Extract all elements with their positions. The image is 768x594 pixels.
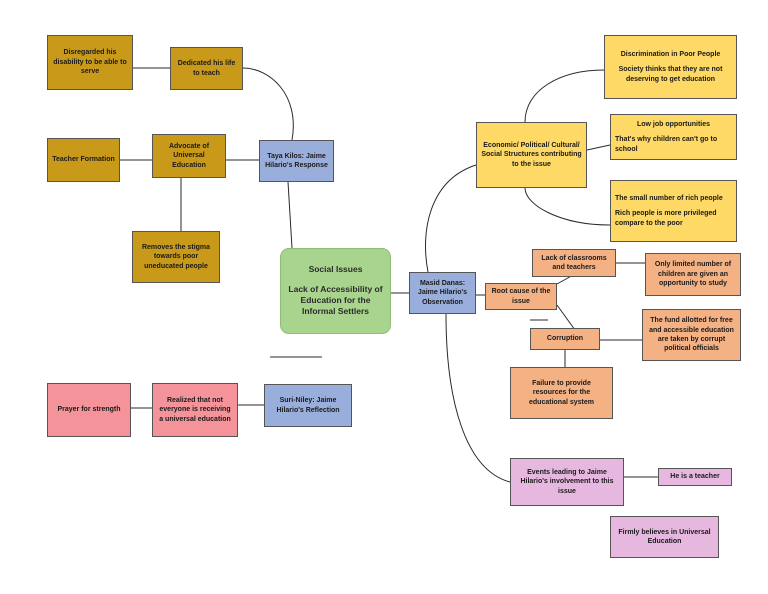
edge-taya-dedicated xyxy=(242,67,294,141)
failure-node[interactable]: Failure to provide resources for the edu… xyxy=(510,367,613,419)
teacher-node[interactable]: He is a teacher xyxy=(658,468,732,486)
edge-central-taya xyxy=(287,181,293,249)
rich-text: Rich people is more privileged compare t… xyxy=(615,210,717,227)
edge-structures-rich xyxy=(524,187,611,226)
events-node[interactable]: Events leading to Jaime Hilario's involv… xyxy=(510,458,624,506)
teacher-formation-node[interactable]: Teacher Formation xyxy=(47,138,120,182)
lack-classrooms-node[interactable]: Lack of classrooms and teachers xyxy=(532,249,616,277)
edge-masid-events xyxy=(445,313,511,483)
central-title: Social Issues xyxy=(308,264,363,275)
suri-node[interactable]: Suri-Niley: Jaime Hilario's Reflection xyxy=(264,384,352,427)
taya-node[interactable]: Taya Kilos: Jaime Hilario's Response xyxy=(259,140,334,182)
rich-title: The small number of rich people xyxy=(615,194,723,202)
advocate-node[interactable]: Advocate of Universal Education xyxy=(152,134,226,178)
rich-node[interactable]: The small number of rich people Rich peo… xyxy=(610,180,737,242)
masid-node[interactable]: Masid Danas: Jaime Hilario's Observation xyxy=(409,272,476,314)
central-subtitle: Lack of Accessibility of Education for t… xyxy=(288,283,383,317)
low-job-node[interactable]: Low job opportunities That's why childre… xyxy=(610,114,737,160)
corruption-node[interactable]: Corruption xyxy=(530,328,600,350)
discrimination-node[interactable]: Discrimination in Poor People Society th… xyxy=(604,35,737,99)
fund-node[interactable]: The fund allotted for free and accessibl… xyxy=(642,309,741,361)
realized-node[interactable]: Realized that not everyone is receiving … xyxy=(152,383,238,437)
dedicated-node[interactable]: Dedicated his life to teach xyxy=(170,47,243,90)
believes-node[interactable]: Firmly believes in Universal Education xyxy=(610,516,719,558)
discrimination-title: Discrimination in Poor People xyxy=(620,50,721,58)
edge-structures-discrimination xyxy=(524,69,605,123)
discrimination-text: Society thinks that they are not deservi… xyxy=(618,66,723,83)
limited-children-node[interactable]: Only limited number of children are give… xyxy=(645,253,741,296)
edge-masid-structures xyxy=(425,164,477,273)
disregarded-node[interactable]: Disregarded his disability to be able to… xyxy=(47,35,133,90)
edge-structures-lowjob xyxy=(586,144,611,151)
structures-node[interactable]: Economic/ Political/ Cultural/ Social St… xyxy=(476,122,587,188)
central-topic[interactable]: Social Issues Lack of Accessibility of E… xyxy=(280,248,391,334)
removes-stigma-node[interactable]: Removes the stigma towards poor uneducat… xyxy=(132,231,220,283)
edge-root-corruption xyxy=(556,304,576,331)
low-job-title: Low job opportunities xyxy=(636,120,711,128)
root-cause-node[interactable]: Root cause of the issue xyxy=(485,283,557,310)
low-job-text: That's why children can't go to school xyxy=(615,136,718,153)
prayer-node[interactable]: Prayer for strength xyxy=(47,383,131,437)
